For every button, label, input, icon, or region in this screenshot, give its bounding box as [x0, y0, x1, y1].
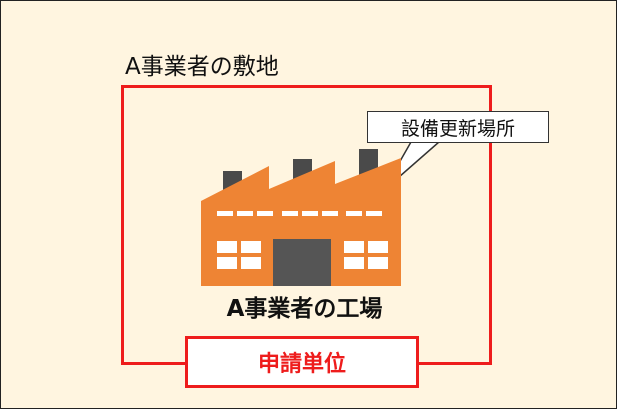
callout-box: 設備更新場所 [367, 111, 549, 143]
application-unit-label: 申請単位 [257, 352, 346, 377]
application-unit-box: 申請単位 [185, 336, 419, 388]
left-windows [217, 241, 261, 269]
site-label: A事業者の敷地 [125, 54, 279, 80]
upper-windows [217, 211, 382, 216]
right-windows [344, 241, 388, 269]
factory-body [201, 158, 401, 286]
factory-label: A事業者の工場 [226, 296, 383, 322]
factory-door [273, 239, 331, 286]
